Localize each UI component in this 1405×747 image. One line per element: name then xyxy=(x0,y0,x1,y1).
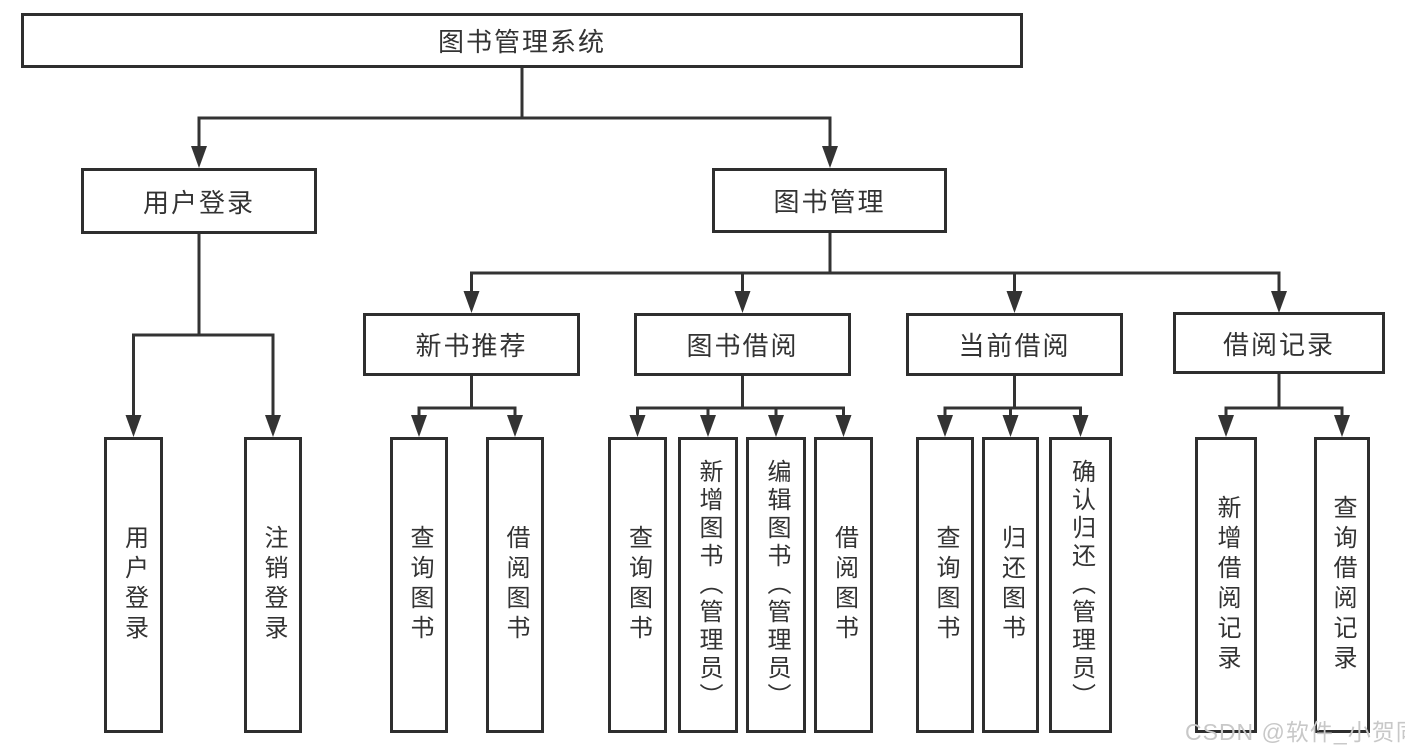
node-book-borrow-label: 图书借阅 xyxy=(686,331,799,361)
watermark-text: CSDN @软件_小贺同学 xyxy=(1185,719,1405,745)
leaf-cb-query-books: 查询图书 xyxy=(916,437,974,733)
node-book-management-label: 图书管理 xyxy=(773,187,886,217)
node-root-label: 图书管理系统 xyxy=(437,27,606,57)
node-book-borrow: 图书借阅 xyxy=(634,313,851,376)
node-current-borrow: 当前借阅 xyxy=(906,313,1123,376)
leaf-cb-return-books: 归还图书 xyxy=(982,437,1039,733)
leaf-cb-return-books-label: 归还图书 xyxy=(997,525,1025,645)
leaf-bb-add-books-label: 新增图书（管理员） xyxy=(695,459,722,711)
node-user-login-label: 用户登录 xyxy=(142,187,255,218)
leaf-bb-borrow-books: 借阅图书 xyxy=(814,437,873,733)
leaf-br-add-record-label: 新增借阅记录 xyxy=(1213,495,1240,675)
arrowhead-icons xyxy=(125,146,1350,437)
leaf-br-query-record-label: 查询借阅记录 xyxy=(1329,495,1356,675)
node-root: 图书管理系统 xyxy=(21,13,1023,68)
node-current-borrow-label: 当前借阅 xyxy=(958,331,1071,361)
leaf-bb-query-books-label: 查询图书 xyxy=(624,525,652,645)
leaf-user-login: 用户登录 xyxy=(104,437,163,733)
node-new-book-recommend-label: 新书推荐 xyxy=(415,331,528,361)
leaf-nbr-borrow-books: 借阅图书 xyxy=(486,437,544,733)
leaf-logout-login-label: 注销登录 xyxy=(260,525,287,645)
node-borrow-records: 借阅记录 xyxy=(1173,312,1385,374)
leaf-nbr-borrow-books-label: 借阅图书 xyxy=(502,525,529,645)
leaf-bb-edit-books-label: 编辑图书（管理员） xyxy=(763,459,790,711)
node-borrow-records-label: 借阅记录 xyxy=(1222,329,1335,360)
leaf-bb-edit-books: 编辑图书（管理员） xyxy=(746,437,806,733)
leaf-nbr-query-books-label: 查询图书 xyxy=(406,525,433,645)
leaf-nbr-query-books: 查询图书 xyxy=(390,437,448,733)
node-book-management: 图书管理 xyxy=(712,168,947,233)
node-user-login: 用户登录 xyxy=(81,168,317,234)
leaf-user-login-label: 用户登录 xyxy=(120,525,148,645)
leaf-bb-query-books: 查询图书 xyxy=(608,437,667,733)
leaf-logout-login: 注销登录 xyxy=(244,437,302,733)
leaf-bb-borrow-books-label: 借阅图书 xyxy=(830,525,858,645)
node-new-book-recommend: 新书推荐 xyxy=(363,313,580,376)
leaf-cb-confirm-return-label: 确认归还（管理员） xyxy=(1067,459,1095,711)
leaf-br-query-record: 查询借阅记录 xyxy=(1314,437,1370,733)
leaf-cb-query-books-label: 查询图书 xyxy=(932,525,959,645)
leaf-br-add-record: 新增借阅记录 xyxy=(1195,437,1257,733)
leaf-cb-confirm-return: 确认归还（管理员） xyxy=(1049,437,1112,733)
leaf-bb-add-books: 新增图书（管理员） xyxy=(678,437,738,733)
